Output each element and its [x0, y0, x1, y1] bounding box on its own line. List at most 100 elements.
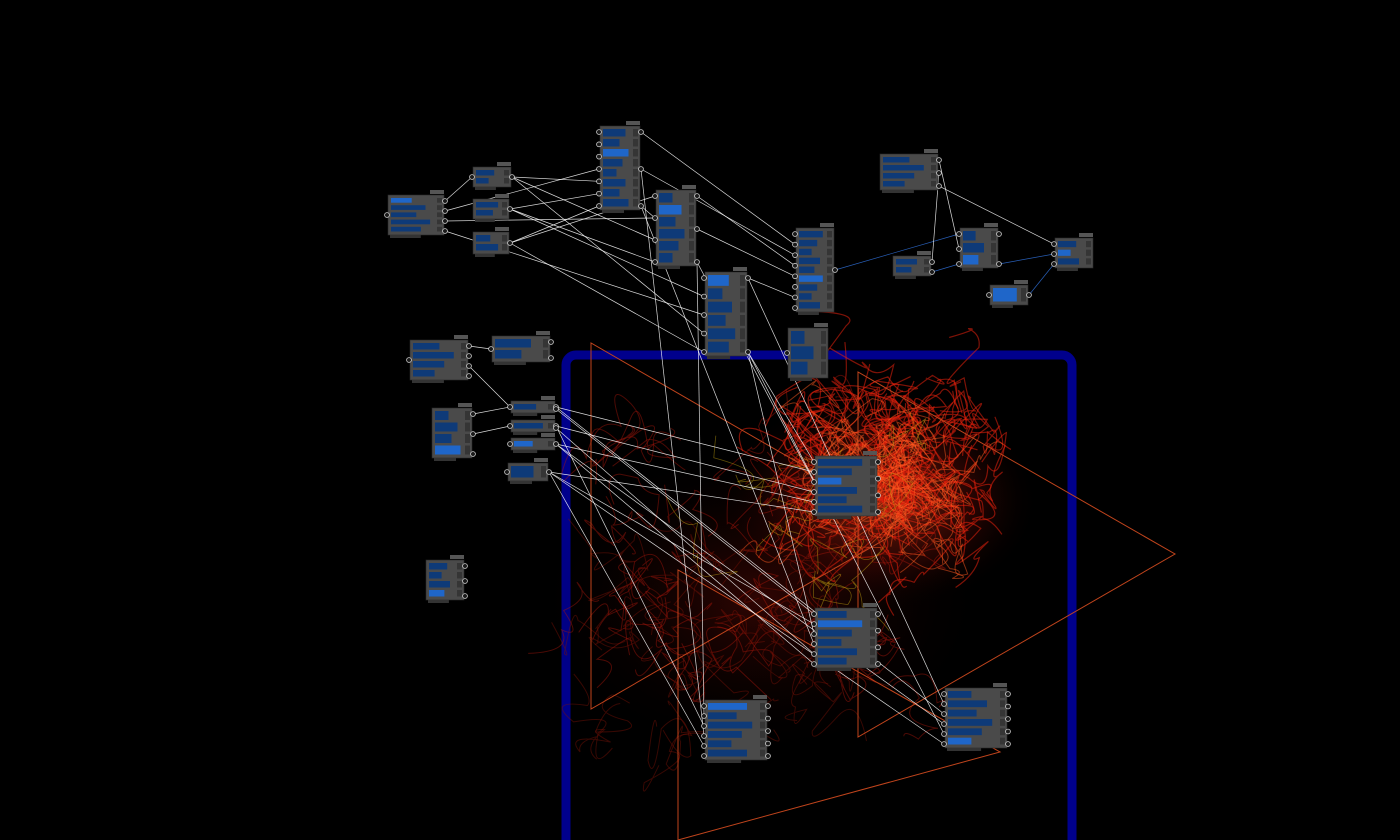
node-param-field[interactable] — [1058, 258, 1079, 265]
node-param-field[interactable] — [818, 505, 863, 513]
node-param-field[interactable] — [476, 210, 493, 216]
input-port[interactable] — [701, 753, 707, 759]
node-title-bar[interactable] — [495, 194, 509, 198]
node-param-field[interactable] — [708, 328, 736, 340]
node-param-field[interactable] — [799, 302, 820, 309]
node-param-handle[interactable] — [870, 657, 875, 665]
node-box[interactable] — [384, 190, 448, 238]
output-port[interactable] — [1005, 703, 1011, 710]
input-port[interactable] — [701, 723, 707, 729]
output-port[interactable] — [875, 475, 881, 482]
node-param-handle[interactable] — [1086, 241, 1091, 248]
output-port[interactable] — [832, 267, 838, 273]
input-port[interactable] — [652, 193, 658, 199]
node-param-field[interactable] — [799, 284, 818, 291]
output-port[interactable] — [765, 728, 771, 734]
node-param-handle[interactable] — [870, 505, 875, 513]
node-param-handle[interactable] — [760, 703, 765, 710]
node-title-bar[interactable] — [993, 683, 1007, 687]
node-param-handle[interactable] — [760, 721, 765, 729]
node-param-field[interactable] — [659, 241, 679, 251]
node-box[interactable] — [472, 194, 513, 222]
output-port[interactable] — [936, 170, 942, 176]
node-param-field[interactable] — [603, 149, 629, 157]
output-port[interactable] — [875, 661, 881, 667]
node-param-field[interactable] — [799, 266, 815, 273]
node-param-field[interactable] — [603, 199, 629, 207]
node-param-handle[interactable] — [991, 243, 996, 253]
node-param-field[interactable] — [476, 244, 499, 251]
output-port[interactable] — [765, 753, 771, 759]
node-param-field[interactable] — [791, 346, 814, 360]
node-param-handle[interactable] — [541, 466, 546, 478]
node-param-field[interactable] — [435, 445, 461, 455]
node-param-field[interactable] — [948, 737, 972, 745]
node-param-handle[interactable] — [870, 629, 875, 637]
node-param-handle[interactable] — [689, 253, 694, 263]
input-port[interactable] — [1051, 241, 1057, 247]
node-param-handle[interactable] — [1086, 258, 1091, 265]
node-title-bar[interactable] — [497, 162, 511, 166]
input-port[interactable] — [701, 743, 707, 749]
node-param-handle[interactable] — [689, 241, 694, 251]
node-param-handle[interactable] — [870, 648, 875, 656]
node-param-field[interactable] — [429, 581, 450, 588]
node-param-field[interactable] — [883, 157, 910, 163]
node-param-field[interactable] — [413, 343, 440, 350]
node-param-field[interactable] — [495, 350, 522, 359]
node-param-field[interactable] — [799, 293, 812, 300]
input-port[interactable] — [792, 231, 798, 237]
output-port[interactable] — [466, 353, 472, 359]
output-port[interactable] — [470, 411, 476, 417]
node-param-handle[interactable] — [465, 445, 470, 455]
node-param-handle[interactable] — [465, 422, 470, 432]
node-param-handle[interactable] — [1021, 288, 1026, 302]
node-box[interactable] — [811, 451, 881, 519]
node-param-handle[interactable] — [931, 173, 936, 179]
node-param-handle[interactable] — [821, 361, 826, 375]
node-param-field[interactable] — [495, 339, 531, 348]
input-port[interactable] — [792, 241, 798, 248]
node-param-handle[interactable] — [548, 404, 553, 410]
node-box[interactable] — [406, 335, 472, 383]
node-title-bar[interactable] — [814, 323, 828, 327]
node-param-field[interactable] — [799, 248, 812, 256]
node-title-bar[interactable] — [536, 331, 550, 335]
node-param-field[interactable] — [603, 189, 620, 197]
node-param-field[interactable] — [659, 193, 673, 203]
node-param-field[interactable] — [948, 709, 977, 717]
node-param-field[interactable] — [963, 255, 979, 265]
node-param-handle[interactable] — [1000, 737, 1005, 745]
node-param-handle[interactable] — [827, 302, 832, 309]
node-param-handle[interactable] — [827, 231, 832, 238]
output-port[interactable] — [638, 166, 644, 172]
input-port[interactable] — [652, 237, 658, 243]
node-param-handle[interactable] — [1000, 700, 1005, 708]
output-port[interactable] — [875, 644, 881, 651]
node-param-handle[interactable] — [740, 328, 745, 340]
input-port[interactable] — [596, 129, 602, 135]
node-param-handle[interactable] — [502, 244, 507, 251]
node-title-bar[interactable] — [1079, 233, 1093, 237]
output-port[interactable] — [638, 203, 644, 209]
node-param-field[interactable] — [659, 217, 676, 227]
node-box[interactable] — [792, 223, 838, 315]
node-param-handle[interactable] — [461, 352, 466, 359]
node-param-handle[interactable] — [689, 217, 694, 227]
node-param-field[interactable] — [514, 441, 533, 447]
output-port[interactable] — [548, 339, 554, 345]
node-param-handle[interactable] — [924, 259, 929, 265]
node-box[interactable] — [596, 121, 644, 213]
output-port[interactable] — [466, 363, 472, 369]
node-param-handle[interactable] — [633, 179, 638, 187]
node-param-handle[interactable] — [633, 159, 638, 167]
node-param-field[interactable] — [818, 487, 857, 494]
input-port[interactable] — [701, 330, 707, 337]
node-title-bar[interactable] — [984, 223, 998, 227]
node-param-field[interactable] — [883, 173, 915, 179]
node-param-handle[interactable] — [461, 370, 466, 377]
input-port[interactable] — [596, 166, 602, 172]
node-param-field[interactable] — [603, 139, 620, 147]
input-port[interactable] — [792, 294, 798, 301]
